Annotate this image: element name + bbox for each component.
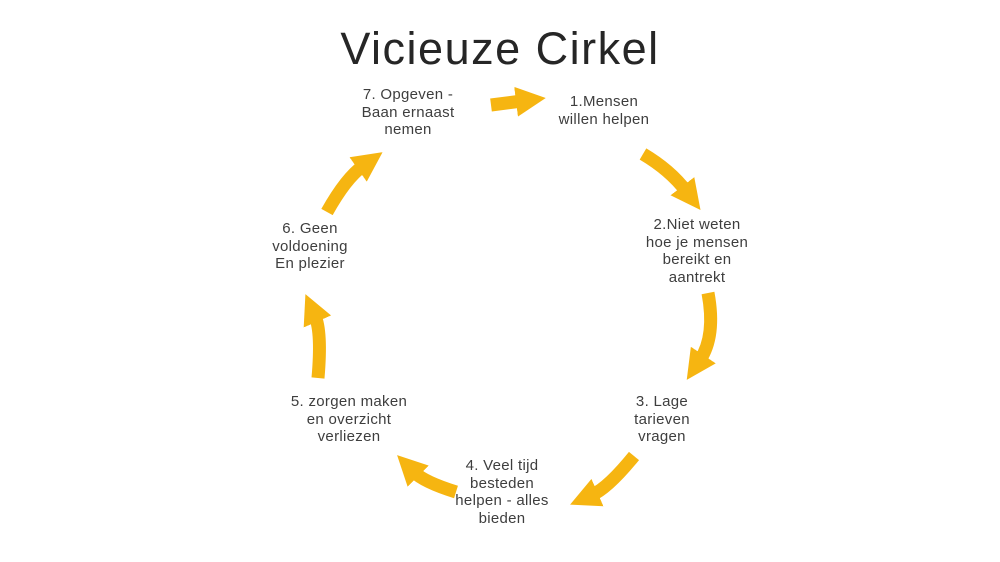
page-title: Vicieuze Cirkel [340, 23, 660, 74]
arrow-7-to-1 [490, 86, 546, 117]
arrow-5-to-6 [303, 294, 332, 379]
step-label-3: 3. Lage tarieven vragen [634, 393, 690, 445]
arrow-6-to-7 [321, 152, 383, 216]
arrow-4-to-5 [397, 455, 458, 499]
step-label-7: 7. Opgeven - Baan ernaast nemen [361, 86, 455, 138]
arrow-2-to-3 [686, 291, 718, 380]
arrow-1-to-2 [639, 148, 701, 211]
step-label-6: 6. Geen voldoening En plezier [272, 220, 348, 272]
step-label-5: 5. zorgen maken en overzicht verliezen [290, 393, 408, 445]
arrow-3-to-4 [570, 451, 640, 507]
step-label-1: 1.Mensen willen helpen [558, 93, 650, 128]
step-label-2: 2.Niet weten hoe je mensen bereikt en aa… [645, 216, 749, 286]
step-label-4: 4. Veel tijd besteden helpen - alles bie… [455, 457, 549, 527]
